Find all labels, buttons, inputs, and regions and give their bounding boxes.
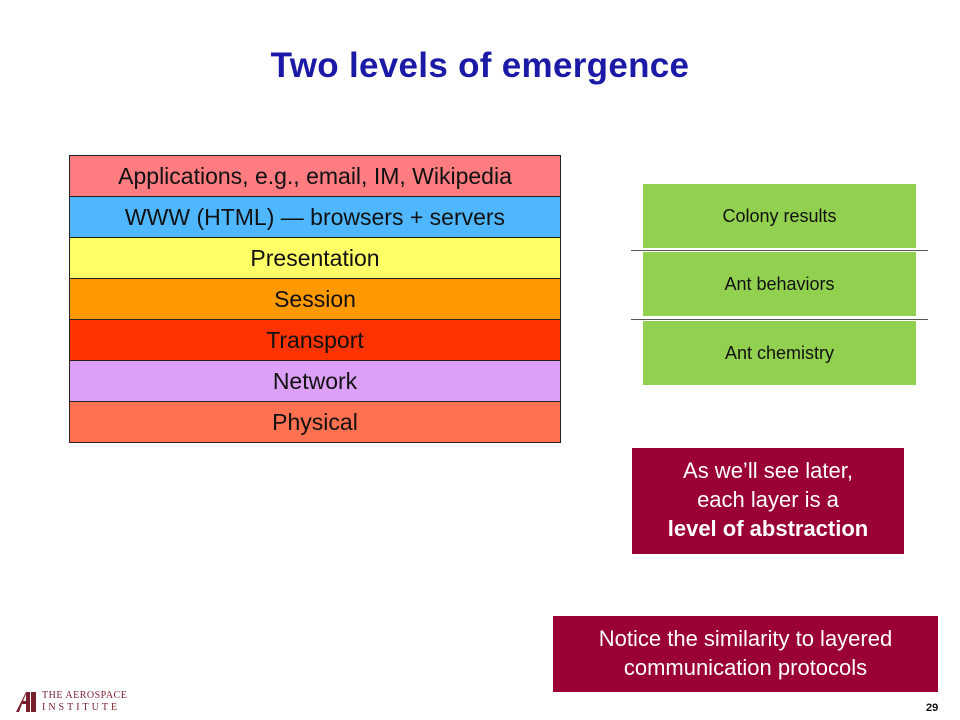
layer-applications: Applications, e.g., email, IM, Wikipedia [69,155,561,197]
layer-www: WWW (HTML) — browsers + servers [69,196,561,238]
similarity-callout: Notice the similarity to layered communi… [553,616,938,692]
ant-level-behaviors: Ant behaviors [643,252,916,316]
abstraction-line-3: level of abstraction [632,514,904,543]
similarity-line-2: communication protocols [623,655,868,680]
abstraction-line-2: each layer is a [697,487,839,512]
ant-level-chemistry: Ant chemistry [643,321,916,385]
ant-level-colony: Colony results [643,184,916,248]
aerospace-institute-logo: THE AEROSPACE INSTITUTE [14,690,154,716]
logo-line-2: INSTITUTE [42,702,121,713]
abstraction-emphasis: level of abstraction [667,516,869,541]
logo-line-1: THE AEROSPACE [42,690,128,701]
abstraction-callout: As we’ll see later, each layer is a leve… [632,448,904,554]
level-divider [631,250,928,251]
level-divider [631,319,928,320]
protocol-layer-stack: Applications, e.g., email, IM, Wikipedia… [69,155,561,443]
layer-presentation: Presentation [69,237,561,279]
slide-title: Two levels of emergence [270,46,690,85]
abstraction-line-1: As we’ll see later, [683,458,853,483]
layer-transport: Transport [69,319,561,361]
ant-level-stack: Colony results Ant behaviors Ant chemist… [631,184,928,386]
aerospace-A-logo-icon [16,692,36,712]
page-number: 29 [926,702,939,714]
layer-network: Network [69,360,561,402]
similarity-line-1: Notice the similarity to layered [598,626,893,651]
layer-session: Session [69,278,561,320]
layer-physical: Physical [69,401,561,443]
